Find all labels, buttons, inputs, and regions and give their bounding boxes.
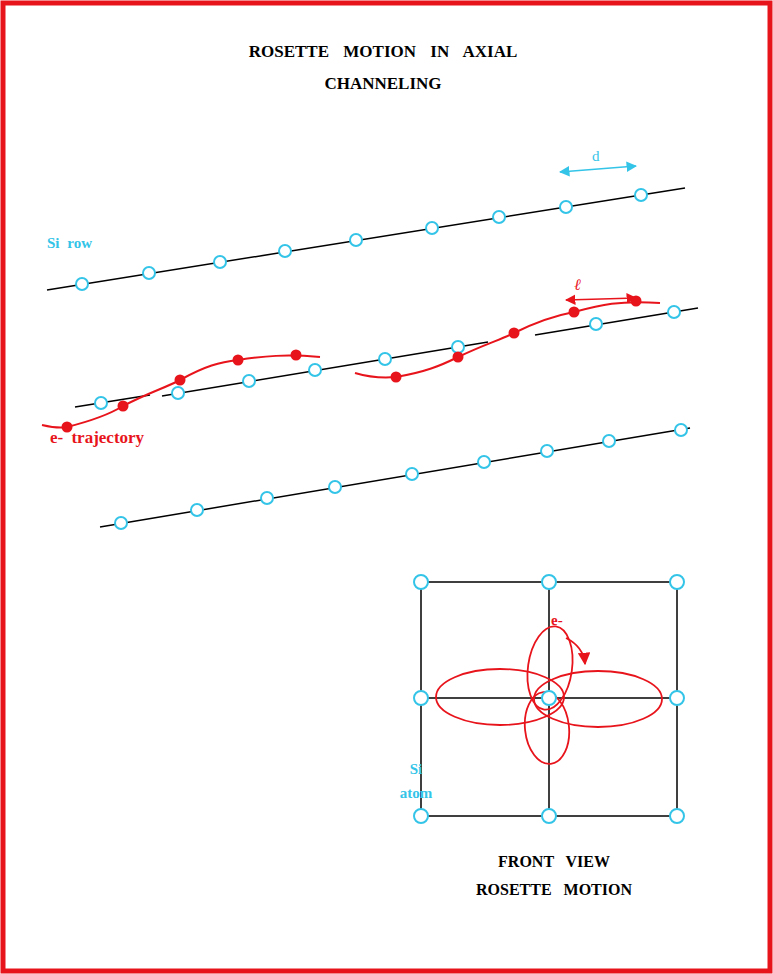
trajectory-label: e- trajectory (50, 428, 144, 448)
electron-trajectory (42, 296, 660, 433)
lattice-grid (421, 582, 677, 816)
atom-row (100, 424, 690, 529)
lattice-atoms (414, 575, 684, 823)
atom-label: Si atom (392, 757, 440, 805)
electron-label: e- (551, 611, 563, 629)
spacing-label: d (592, 147, 600, 165)
atom-row (47, 188, 685, 290)
page-frame (3, 3, 770, 971)
rosette-orbit (436, 623, 662, 766)
row-label: Si row (47, 234, 92, 252)
spacing-arrow (560, 166, 636, 172)
period-label: ℓ (574, 275, 581, 294)
view-caption: FRONT VIEW ROSETTE MOTION (458, 848, 650, 904)
period-arrow (566, 298, 636, 300)
atom-row (75, 306, 698, 409)
diagram-title: ROSETTE MOTION IN AXIAL CHANNELING (213, 36, 553, 100)
